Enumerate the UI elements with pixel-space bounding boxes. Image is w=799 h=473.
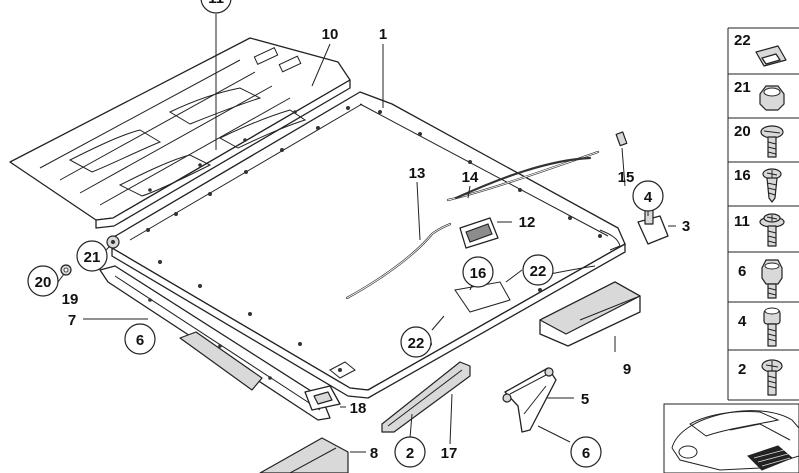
- side-label-20: 20: [734, 123, 751, 140]
- callout-7: 7: [68, 312, 76, 329]
- callout-label: 11: [208, 0, 224, 7]
- callout-label: 2: [406, 445, 414, 462]
- leader-lines: [57, 14, 676, 453]
- callout-circle-16: 16: [462, 256, 494, 288]
- callout-circle-22b: 22: [400, 326, 432, 358]
- callout-label: 6: [582, 445, 590, 462]
- flat-head-screw-icon: [760, 125, 784, 158]
- nut-21: [106, 235, 120, 249]
- part-10-rear-panel: [9, 37, 351, 229]
- callout-label: 22: [530, 263, 547, 280]
- side-label-2: 2: [738, 361, 746, 378]
- callout-circle-6b: 6: [570, 436, 602, 468]
- tapping-screw-icon: [762, 168, 782, 203]
- car-location-icon: [663, 403, 799, 473]
- callout-circle-20: 20: [27, 265, 59, 297]
- washer-screw-icon: [759, 213, 785, 247]
- part-14-rod: [446, 150, 600, 202]
- part-17-trim-strip: [381, 361, 471, 433]
- callout-8: 8: [370, 445, 378, 462]
- callout-1: 1: [379, 26, 387, 43]
- callout-18: 18: [350, 400, 367, 417]
- callout-label: 6: [136, 332, 144, 349]
- clip-nut-icon: [755, 45, 787, 67]
- callout-12: 12: [519, 214, 536, 231]
- pan-head-screw-icon: [761, 359, 783, 396]
- callout-circle-4: 4: [632, 180, 664, 212]
- callout-circle-6a: 6: [124, 323, 156, 355]
- part-15-pin: [615, 131, 628, 147]
- washer-19: [60, 264, 72, 276]
- part-8-lower-panel: [259, 437, 349, 473]
- side-label-6: 6: [738, 263, 746, 280]
- fastener-panel: 22 21 20 16 11 6 4 2: [727, 27, 799, 401]
- hex-bolt-icon: [761, 259, 783, 299]
- callout-circle-21: 21: [76, 240, 108, 272]
- hex-nut-icon: [759, 85, 785, 111]
- part-9-cover: [539, 281, 641, 347]
- part-18-clip: [304, 385, 341, 411]
- callout-19: 19: [62, 291, 79, 308]
- part-1-floor-board: [111, 91, 626, 399]
- part-12-handle: [459, 217, 499, 249]
- socket-bolt-icon: [763, 307, 781, 347]
- callout-label: 16: [470, 265, 487, 282]
- side-label-16: 16: [734, 167, 751, 184]
- callout-label: 4: [644, 189, 653, 206]
- callout-10: 10: [322, 26, 339, 43]
- side-label-22: 22: [734, 32, 751, 49]
- part-5-bracket: [502, 367, 557, 433]
- part-3-bracket: [637, 209, 669, 245]
- callout-15: 15: [618, 169, 635, 186]
- callout-label: 22: [408, 335, 425, 352]
- side-label-4: 4: [738, 313, 747, 330]
- part-7-side-rail: [99, 265, 331, 421]
- callout-circle-11: 11: [200, 0, 232, 14]
- part-13-rod: [345, 222, 452, 300]
- callout-17: 17: [441, 445, 458, 462]
- callout-14: 14: [462, 169, 479, 186]
- side-label-11: 11: [734, 213, 750, 230]
- callout-13: 13: [409, 165, 426, 182]
- callout-9: 9: [623, 361, 631, 378]
- callout-circle-22a: 22: [522, 254, 554, 286]
- callout-label: 20: [35, 274, 52, 291]
- callout-5: 5: [581, 391, 589, 408]
- callout-3: 3: [682, 218, 690, 235]
- side-label-21: 21: [734, 79, 751, 96]
- callout-circle-2: 2: [394, 436, 426, 468]
- callout-label: 21: [84, 249, 101, 266]
